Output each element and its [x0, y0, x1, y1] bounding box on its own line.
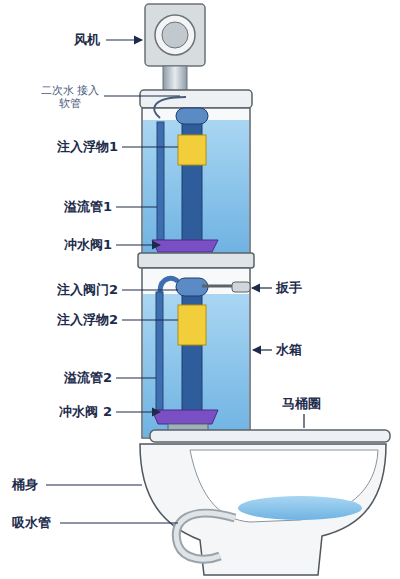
part-label: 二次水 接入软管 [40, 84, 100, 110]
part-label: 注入浮物2 [57, 312, 118, 328]
part-label: 马桶圈 [282, 396, 321, 412]
part-label: 注入浮物1 [57, 139, 118, 155]
part-label: 溢流管1 [64, 199, 112, 215]
part-label: 吸水管 [12, 515, 51, 531]
part-label: 风机 [74, 32, 100, 48]
part-label: 扳手 [276, 280, 302, 296]
part-label: 溢流管2 [64, 370, 112, 386]
part-label: 注入阀门2 [57, 282, 118, 298]
part-label: 桶身 [12, 477, 38, 493]
part-label: 水箱 [276, 342, 302, 358]
part-label: 冲水阀 2 [59, 404, 112, 420]
part-label: 冲水阀1 [64, 237, 112, 253]
